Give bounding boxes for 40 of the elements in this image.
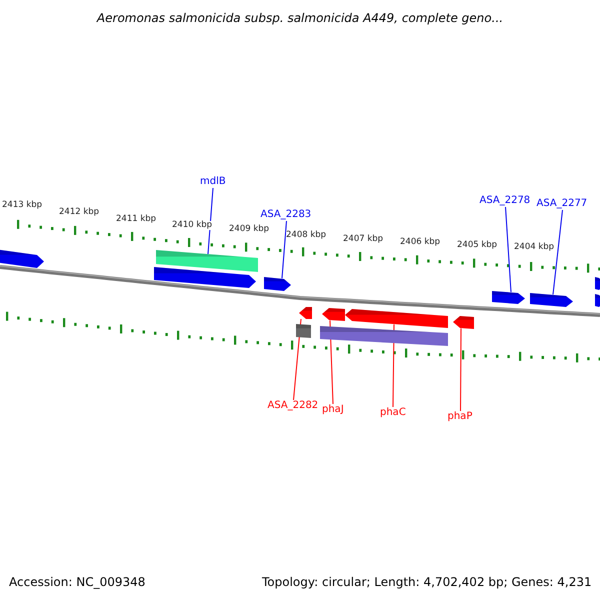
leader-line [505, 206, 512, 293]
scale-label: 2412 kbp [59, 208, 100, 216]
scale-label: 2413 kbp [2, 201, 42, 210]
gene-feature [595, 294, 600, 307]
gene-label: ASA_2277 [536, 199, 588, 209]
gene-bar [320, 326, 448, 346]
scale-label: 2405 kbp [457, 241, 498, 250]
gene-feature [264, 277, 291, 291]
gene-label: ASA_2283 [260, 210, 312, 220]
gene-bar [296, 324, 311, 338]
scale-label: 2404 kbp [514, 243, 554, 252]
leader-line [293, 318, 302, 400]
scale-label: 2409 kbp [229, 225, 270, 234]
leader-line [460, 328, 462, 412]
scale-label: 2407 kbp [343, 235, 384, 244]
gene-label: ASA_2282 [268, 401, 318, 411]
title: Aeromonas salmonicida subsp. salmonicida A449, complete geno... [95, 12, 504, 24]
gene-feature [322, 308, 345, 321]
gene-label: ASA_2278 [480, 196, 530, 206]
accession-text: Accession: NC_009348 [9, 576, 146, 588]
scale-label: 2406 kbp [400, 238, 440, 246]
gene-feature [0, 249, 44, 268]
gene-label: phaC [380, 408, 406, 418]
gene-bar [156, 250, 258, 272]
gene-feature [595, 277, 600, 290]
scale-label: 2408 kbp [286, 231, 326, 240]
scale-label: 2411 kbp [116, 215, 156, 224]
gene-feature [530, 293, 573, 307]
gene-label: mdlB [200, 177, 226, 187]
scale-label: 2410 kbp [172, 221, 212, 230]
leader-line [208, 188, 214, 255]
gene-label: phaJ [322, 405, 344, 415]
gene-label: phaP [448, 412, 472, 422]
genome-summary: Topology: circular; Length: 4,702,402 bp; Genes: 4,231 [262, 576, 592, 588]
gene-feature [453, 316, 474, 329]
leader-line [282, 220, 287, 279]
gene-feature [492, 291, 525, 304]
gene-feature [299, 307, 312, 319]
gene-feature [154, 267, 256, 288]
leader-line [552, 210, 563, 296]
